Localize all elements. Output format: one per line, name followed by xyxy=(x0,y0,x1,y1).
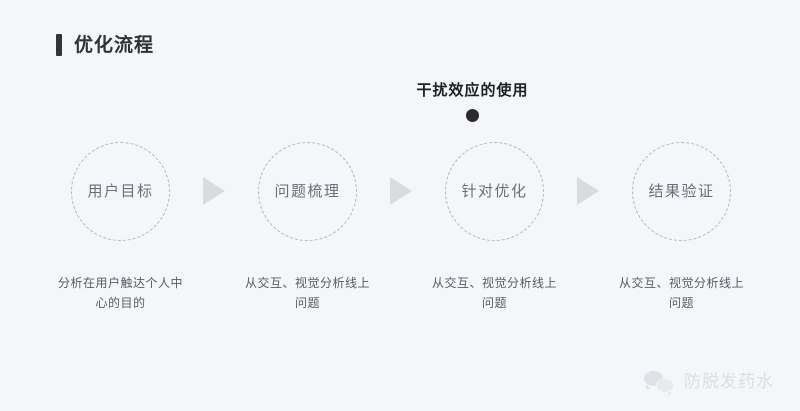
flow-connector xyxy=(193,142,235,239)
flow-step[interactable]: 用户目标 分析在用户触达个人中心的目的 xyxy=(48,142,193,313)
watermark-text: 防脱发药水 xyxy=(684,371,774,392)
flow-step-caption: 从交互、视觉分析线上问题 xyxy=(244,276,370,310)
flow-step-caption: 分析在用户触达个人中心的目的 xyxy=(57,276,183,310)
flow-step[interactable]: 问题梳理 从交互、视觉分析线上问题 xyxy=(235,142,380,313)
flow-connector xyxy=(380,142,422,239)
flow-step-title: 针对优化 xyxy=(461,182,528,200)
header-accent-bar xyxy=(56,34,62,56)
page-header: 优化流程 xyxy=(56,34,154,56)
flow-step-circle[interactable]: 针对优化 xyxy=(445,142,544,241)
flow-step-caption: 从交互、视觉分析线上问题 xyxy=(618,276,744,310)
watermark: 防脱发药水 xyxy=(644,371,774,393)
annotation-dot-icon xyxy=(466,109,479,122)
triangle-right-icon xyxy=(577,176,599,205)
page-title: 优化流程 xyxy=(74,33,155,56)
triangle-right-icon xyxy=(203,176,225,205)
triangle-right-icon xyxy=(390,176,412,205)
wechat-icon xyxy=(644,371,674,393)
flow-step-title: 用户目标 xyxy=(87,182,154,200)
flow-step-circle[interactable]: 问题梳理 xyxy=(258,142,357,241)
annotation-label: 干扰效应的使用 xyxy=(416,81,529,99)
flow-connector xyxy=(567,142,609,239)
flow-step-caption: 从交互、视觉分析线上问题 xyxy=(431,276,557,310)
flow-step-circle[interactable]: 结果验证 xyxy=(632,142,731,241)
wechat-bubble-small xyxy=(656,378,674,393)
process-flow: 用户目标 分析在用户触达个人中心的目的 问题梳理 从交互、视觉分析线上问题 针对… xyxy=(48,142,754,313)
flow-step[interactable]: 结果验证 从交互、视觉分析线上问题 xyxy=(609,142,754,313)
annotation-callout: 干扰效应的使用 xyxy=(0,80,800,122)
flow-step-circle[interactable]: 用户目标 xyxy=(71,142,170,241)
flow-step-title: 问题梳理 xyxy=(274,182,341,200)
flow-step-title: 结果验证 xyxy=(648,182,715,200)
flow-step[interactable]: 针对优化 从交互、视觉分析线上问题 xyxy=(422,142,567,313)
